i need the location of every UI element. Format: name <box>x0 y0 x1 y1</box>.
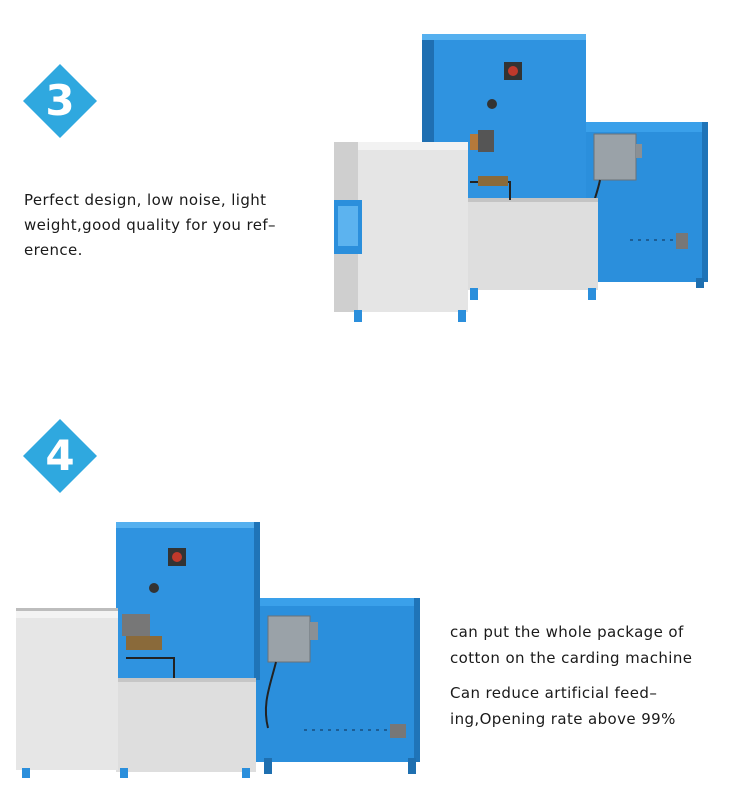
description-line: cotton on the carding machine <box>450 649 693 667</box>
description-line: ing,Opening rate above 99% <box>450 710 676 728</box>
section-4-description: can put the whole package of cotton on t… <box>450 619 735 671</box>
carding-machine-image <box>16 522 420 778</box>
diamond-badge-icon <box>23 64 97 138</box>
description-line: Can reduce artificial feed– <box>450 684 658 702</box>
section-3-description: Perfect design, low noise, light weight,… <box>24 188 314 263</box>
step-3-badge: 3 <box>22 63 98 139</box>
description-line: erence. <box>24 241 83 259</box>
step-4-badge: 4 <box>22 418 98 494</box>
diamond-badge-icon <box>23 419 97 493</box>
carding-machine-image <box>334 34 708 322</box>
description-line: can put the whole package of <box>450 623 684 641</box>
step-number: 4 <box>45 431 75 480</box>
section-4-feature: Can reduce artificial feed– ing,Opening … <box>450 680 735 732</box>
step-number: 3 <box>45 76 75 125</box>
description-line: weight,good quality for you ref– <box>24 216 276 234</box>
description-line: Perfect design, low noise, light <box>24 191 267 209</box>
